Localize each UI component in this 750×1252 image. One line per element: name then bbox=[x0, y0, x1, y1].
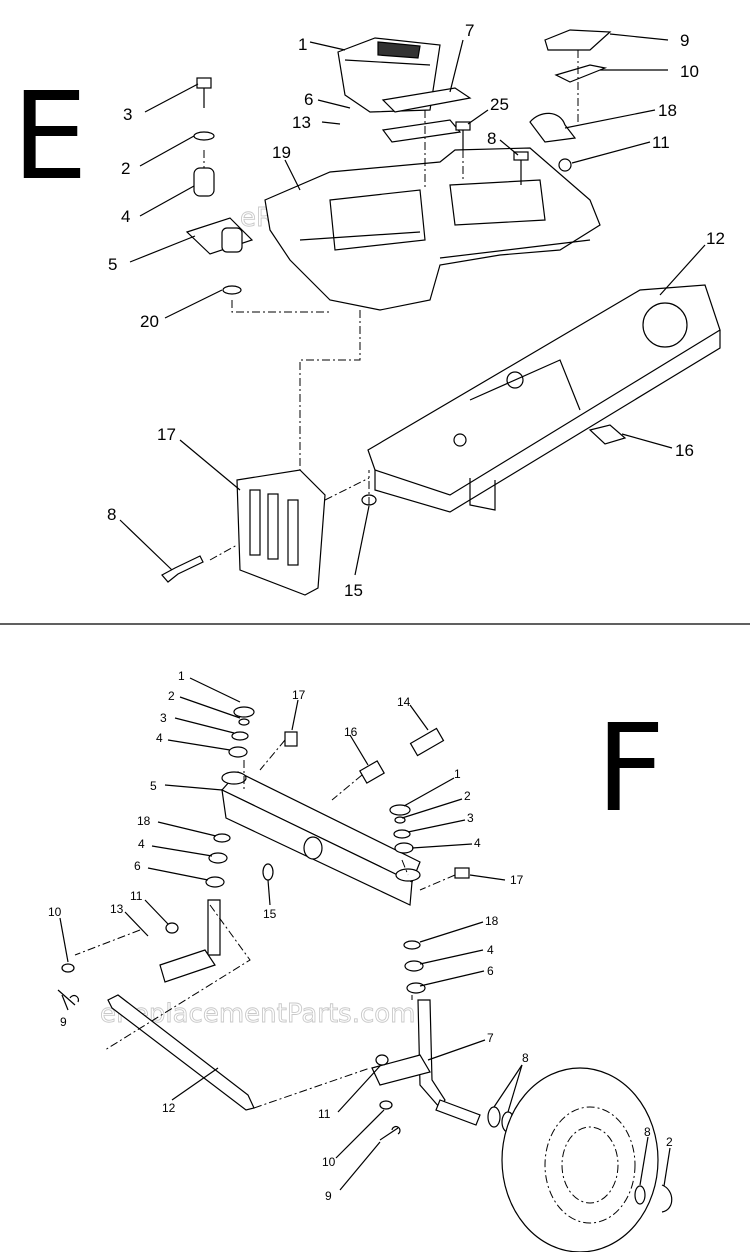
callout-f-17b: 17 bbox=[510, 873, 524, 887]
pin-9-right bbox=[379, 1126, 401, 1141]
callout-f-10: 10 bbox=[48, 905, 62, 919]
callout-e-19: 19 bbox=[272, 143, 291, 162]
bolt-14 bbox=[409, 727, 445, 757]
callout-e-7: 7 bbox=[465, 21, 474, 40]
latch-bracket bbox=[544, 29, 612, 51]
callout-f-7: 7 bbox=[487, 1031, 494, 1045]
callout-e-5: 5 bbox=[108, 255, 117, 274]
callout-f-18b: 18 bbox=[485, 914, 499, 928]
callout-f-10b: 10 bbox=[322, 1155, 336, 1169]
callout-e-25: 25 bbox=[490, 95, 509, 114]
callout-f-2b: 2 bbox=[464, 789, 471, 803]
clip bbox=[529, 112, 577, 143]
washer-15 bbox=[262, 863, 274, 881]
callout-f-6: 6 bbox=[134, 859, 141, 873]
callout-f-14: 14 bbox=[397, 695, 411, 709]
callout-f-5: 5 bbox=[150, 779, 157, 793]
section-e-letter: E bbox=[12, 68, 88, 207]
callout-f-16: 16 bbox=[344, 725, 358, 739]
callout-f-9b: 9 bbox=[325, 1189, 332, 1203]
callout-e-8b: 8 bbox=[107, 505, 116, 524]
callout-f-2c: 2 bbox=[666, 1135, 673, 1149]
callout-e-1: 1 bbox=[298, 35, 307, 54]
callout-e-12: 12 bbox=[706, 229, 725, 248]
pad-2 bbox=[381, 119, 462, 143]
callout-f-6b: 6 bbox=[487, 964, 494, 978]
callout-f-18: 18 bbox=[137, 814, 151, 828]
pin-9-left bbox=[57, 989, 80, 1006]
pad bbox=[381, 87, 472, 113]
callout-e-8: 8 bbox=[487, 129, 496, 148]
callout-f-1: 1 bbox=[178, 669, 185, 683]
callout-f-11: 11 bbox=[130, 889, 143, 903]
bolt-8-lower bbox=[161, 555, 204, 583]
callout-e-10: 10 bbox=[680, 62, 699, 81]
section-e: E eReplacementParts.com bbox=[12, 21, 725, 600]
callout-f-12: 12 bbox=[162, 1101, 176, 1115]
callout-f-15: 15 bbox=[263, 907, 277, 921]
callout-e-16: 16 bbox=[675, 441, 694, 460]
callout-e-2: 2 bbox=[121, 159, 130, 178]
callout-e-18: 18 bbox=[658, 101, 677, 120]
bracket-16 bbox=[588, 424, 627, 445]
nut-11-right bbox=[375, 1054, 389, 1066]
left-spindle-stack bbox=[159, 706, 255, 983]
right-spindle-stack bbox=[371, 804, 481, 1126]
nut-11-left bbox=[165, 922, 179, 934]
callout-e-9: 9 bbox=[680, 31, 689, 50]
washer-8a bbox=[487, 1106, 501, 1128]
washer-10-right bbox=[379, 1100, 393, 1110]
callout-e-4: 4 bbox=[121, 207, 130, 226]
callout-f-2: 2 bbox=[168, 689, 175, 703]
callout-e-17: 17 bbox=[157, 425, 176, 444]
nut-11 bbox=[558, 158, 572, 172]
bolt-25 bbox=[455, 121, 471, 131]
callout-e-15: 15 bbox=[344, 581, 363, 600]
mount-plate bbox=[236, 469, 326, 596]
callout-e-20: 20 bbox=[140, 312, 159, 331]
callout-f-4d: 4 bbox=[487, 943, 494, 957]
callout-e-13: 13 bbox=[292, 113, 311, 132]
latch-plate bbox=[554, 64, 608, 83]
callout-e-6: 6 bbox=[304, 90, 313, 109]
bushing-16 bbox=[359, 760, 385, 784]
callout-f-4b: 4 bbox=[138, 837, 145, 851]
fitting-17-left bbox=[284, 731, 298, 747]
callout-f-4: 4 bbox=[156, 731, 163, 745]
frame bbox=[367, 284, 721, 513]
callout-f-11b: 11 bbox=[318, 1107, 331, 1121]
callout-f-17: 17 bbox=[292, 688, 306, 702]
fitting-17-right bbox=[454, 867, 470, 879]
front-wheel bbox=[501, 1067, 673, 1252]
axle-beam bbox=[221, 771, 421, 906]
callout-e-11: 11 bbox=[652, 133, 670, 152]
battery-tray bbox=[337, 37, 441, 113]
callout-e-3: 3 bbox=[123, 105, 132, 124]
callout-f-8b: 8 bbox=[644, 1125, 651, 1139]
callout-f-3: 3 bbox=[160, 711, 167, 725]
callout-f-4c: 4 bbox=[474, 836, 481, 850]
callout-f-1b: 1 bbox=[454, 767, 461, 781]
section-f-letter: F bbox=[596, 700, 665, 839]
callout-f-13: 13 bbox=[110, 902, 124, 916]
washer-10-left bbox=[61, 963, 75, 973]
section-f: F eReplacementParts.com bbox=[48, 669, 673, 1252]
callout-f-3b: 3 bbox=[467, 811, 474, 825]
seat-spring-assembly bbox=[185, 77, 254, 295]
callout-f-8: 8 bbox=[522, 1051, 529, 1065]
callout-f-9: 9 bbox=[60, 1015, 67, 1029]
seat-pan bbox=[264, 147, 601, 311]
